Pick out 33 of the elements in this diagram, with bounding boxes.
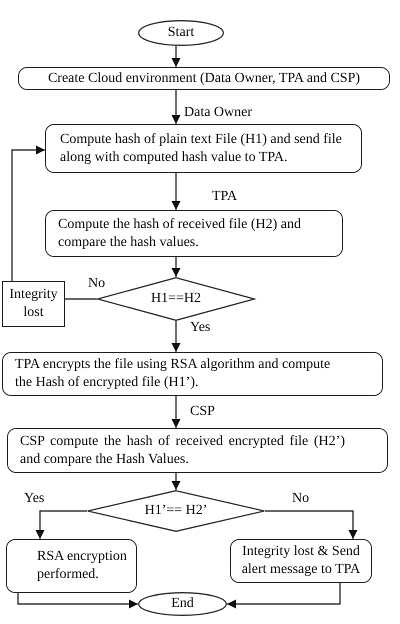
arrow bbox=[172, 257, 180, 277]
step-text: Compute the hash of received file (H2) and compare the hash values. bbox=[58, 216, 302, 252]
terminal-text: End bbox=[171, 595, 194, 613]
arrow bbox=[17, 593, 138, 608]
arrow bbox=[11, 146, 45, 281]
arrow bbox=[172, 90, 180, 124]
process-box bbox=[18, 67, 390, 90]
decision-text: H1’== H2’ bbox=[144, 502, 208, 520]
arrow bbox=[265, 510, 358, 539]
process-box bbox=[2, 281, 65, 327]
process-box bbox=[45, 124, 362, 173]
arrow bbox=[172, 321, 180, 352]
process-box bbox=[7, 428, 388, 473]
process-box bbox=[6, 539, 137, 593]
step-text: RSA encryption performed. bbox=[37, 548, 128, 584]
arrow bbox=[172, 46, 180, 67]
arrow bbox=[172, 473, 180, 490]
arrow bbox=[36, 510, 87, 539]
arrow bbox=[172, 396, 180, 428]
decision-text: H1==H2 bbox=[150, 290, 201, 308]
process-box bbox=[45, 210, 343, 257]
step-text: Create Cloud environment (Data Owner, TPA and CSP) bbox=[48, 70, 360, 88]
arrow bbox=[227, 583, 341, 608]
process-box bbox=[2, 352, 383, 396]
connector-line bbox=[65, 298, 97, 300]
step-text: CSP compute the hash of received encrypted file (H2’) and compare the Hash Values. bbox=[20, 432, 345, 468]
step-text: Integrity lost & Send alert message to TPA bbox=[240, 543, 362, 579]
step-text: Compute hash of plain text File (H1) and send file along with computed hash value to TPA. bbox=[60, 130, 343, 166]
arrow bbox=[172, 173, 180, 210]
terminal-text: Start bbox=[168, 24, 194, 42]
step-text: TPA encrypts the file using RSA algorithm and compute the Hash of encrypted file (H1’). bbox=[15, 356, 332, 392]
step-text: Integrity lost bbox=[8, 286, 59, 322]
process-box bbox=[230, 539, 372, 583]
